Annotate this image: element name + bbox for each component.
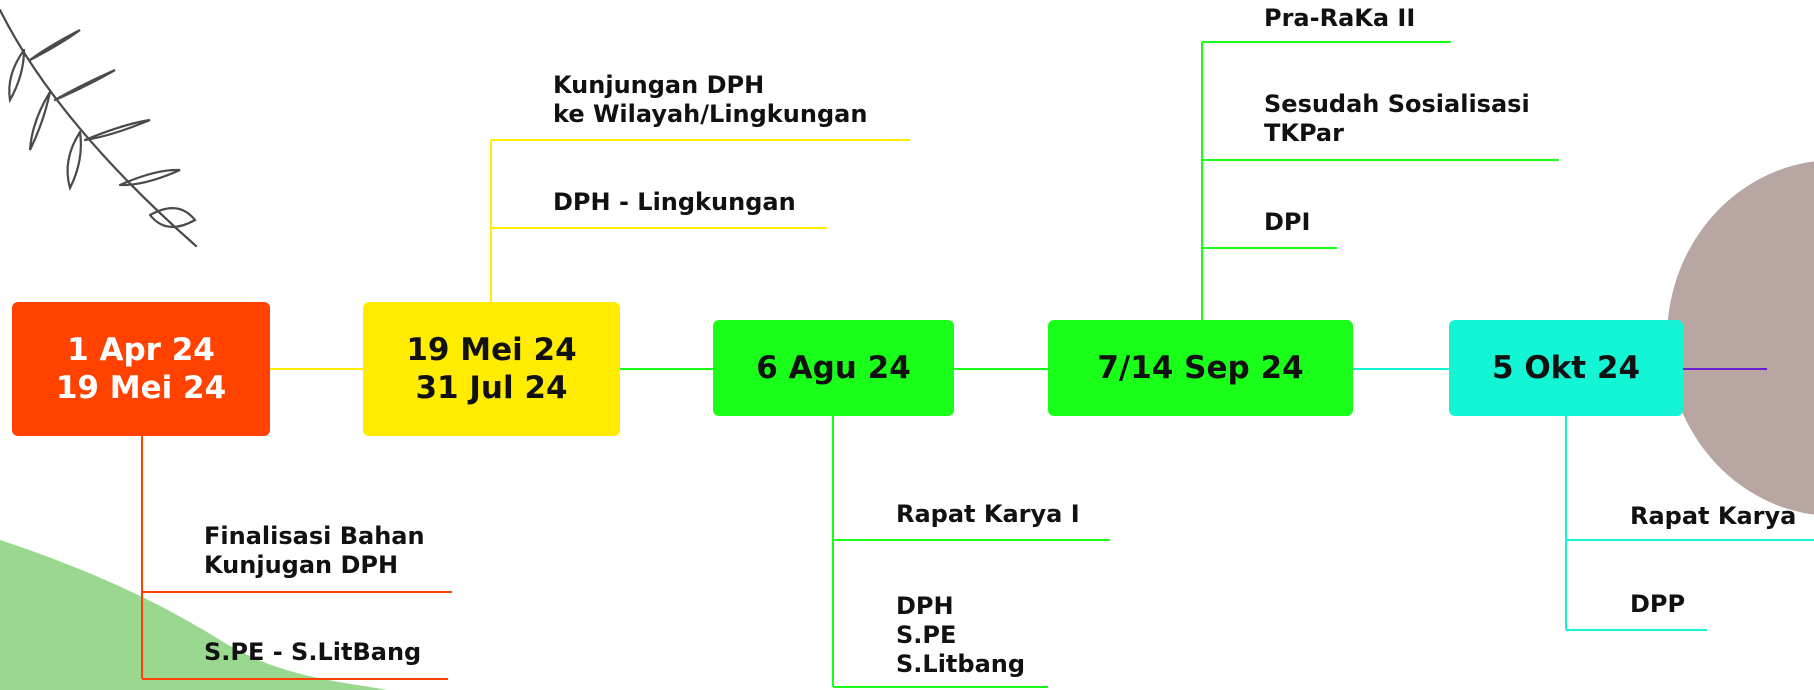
milestone-node-3: 6 Agu 24	[713, 320, 954, 416]
milestone-node-4: 7/14 Sep 24	[1048, 320, 1353, 416]
branch-item-line: DPI	[1264, 208, 1311, 236]
branch-item-line: DPH - Lingkungan	[553, 188, 796, 216]
branch-4-item-2: Sesudah Sosialisasi TKPar	[1264, 90, 1530, 148]
milestone-node-5: 5 Okt 24	[1449, 320, 1683, 416]
branch-1-item-1: Finalisasi Bahan Kunjugan DPH	[204, 522, 425, 580]
branch-item-line: Rapat Karya I	[896, 500, 1080, 528]
connector-lines	[141, 41, 1814, 688]
branch-item-line: S.PE	[896, 621, 957, 649]
milestone-2-line-1: 19 Mei 24	[406, 332, 577, 368]
branch-item-line: DPH	[896, 592, 954, 620]
milestone-1-line-2: 19 Mei 24	[55, 370, 227, 406]
taupe-blob-shape	[1667, 161, 1814, 515]
background-decoration	[0, 8, 1814, 690]
milestone-node-2: 19 Mei 24 31 Jul 24	[363, 302, 620, 436]
green-blob-shape	[0, 540, 387, 690]
branch-5-item-1: Rapat Karya	[1630, 502, 1796, 531]
branch-4-item-1: Pra-RaKa II	[1264, 4, 1415, 33]
branch-item-line: DPP	[1630, 590, 1686, 618]
branch-item-line: S.PE - S.LitBang	[204, 638, 422, 666]
branch-2-item-2: DPH - Lingkungan	[553, 188, 796, 217]
branch-item-line: Finalisasi Bahan	[204, 522, 425, 550]
milestone-2-line-2: 31 Jul 24	[415, 370, 568, 406]
branch-item-line: ke Wilayah/Lingkungan	[553, 100, 868, 128]
branch-5-item-2: DPP	[1630, 590, 1685, 619]
branch-item-line: TKPar	[1264, 119, 1344, 147]
branch-1-item-2: S.PE - S.LitBang	[204, 638, 421, 667]
branch-3-item-2: DPH S.PE S.Litbang	[896, 592, 1025, 679]
branch-4-item-3: DPI	[1264, 208, 1310, 237]
milestone-1-line-1: 1 Apr 24	[67, 332, 215, 368]
branch-3-item-1: Rapat Karya I	[896, 500, 1080, 529]
branch-item-line: Kunjungan DPH	[553, 71, 765, 99]
branch-item-line: Sesudah Sosialisasi	[1264, 90, 1530, 118]
milestone-4-line-1: 7/14 Sep 24	[1097, 350, 1304, 386]
leaf-branch-icon	[0, 8, 198, 248]
branch-item-line: Pra-RaKa II	[1264, 4, 1416, 32]
branch-item-line: Kunjugan DPH	[204, 551, 399, 579]
milestone-5-line-1: 5 Okt 24	[1491, 350, 1641, 386]
milestone-node-1: 1 Apr 24 19 Mei 24	[12, 302, 270, 436]
branch-item-line: Rapat Karya	[1630, 502, 1797, 530]
milestone-3-line-1: 6 Agu 24	[756, 350, 911, 386]
branch-2-item-1: Kunjungan DPH ke Wilayah/Lingkungan	[553, 71, 867, 129]
branch-item-line: S.Litbang	[896, 650, 1026, 678]
